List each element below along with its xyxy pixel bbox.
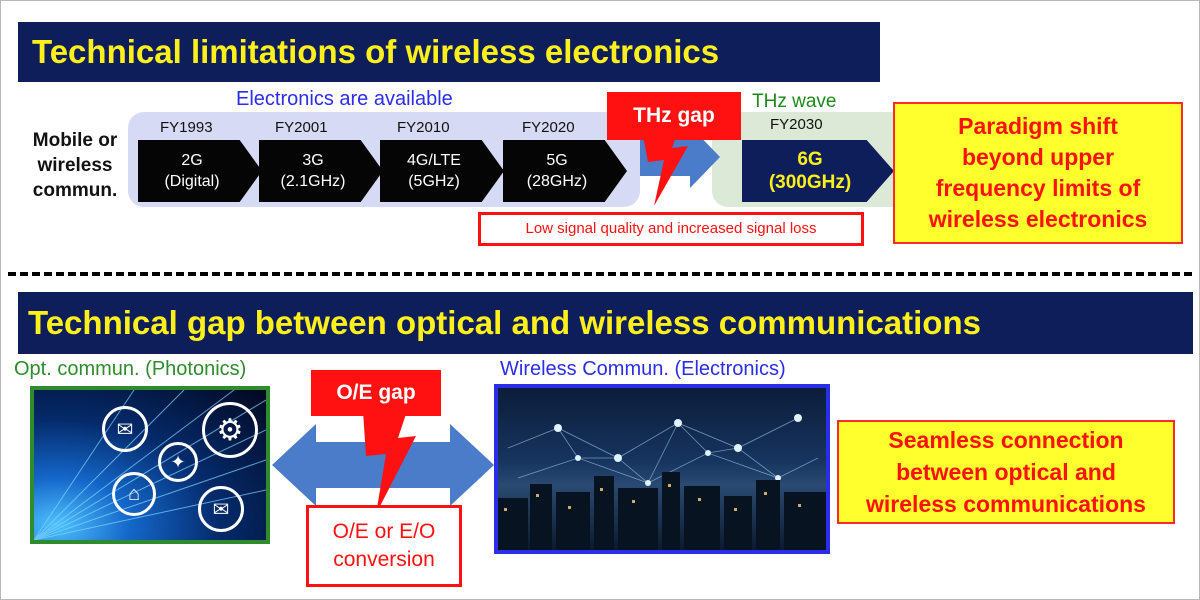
paradigm-shift-box: Paradigm shift beyond upper frequency li… bbox=[893, 102, 1183, 244]
conversion-box: O/E or E/O conversion bbox=[306, 505, 462, 587]
gen-name-6g: 6G bbox=[797, 149, 823, 170]
paradigm-line-3: frequency limits of bbox=[935, 175, 1141, 201]
fy-label-4g: FY2010 bbox=[397, 119, 450, 136]
paradigm-line-1: Paradigm shift bbox=[958, 113, 1118, 139]
paradigm-line-4: wireless electronics bbox=[928, 206, 1148, 232]
oe-double-arrow bbox=[272, 424, 494, 506]
conversion-line-2: conversion bbox=[333, 548, 435, 571]
bottom-banner-title: Technical gap between optical and wirele… bbox=[28, 304, 981, 341]
row-label-line-3: commun. bbox=[32, 180, 118, 201]
gen-detail-4g: (5GHz) bbox=[408, 173, 460, 190]
network-overlay bbox=[498, 414, 826, 550]
gen-detail-6g: (300GHz) bbox=[768, 172, 852, 193]
gen-arrow-2g: 2G (Digital) bbox=[138, 140, 262, 202]
chat-icon: ✉ bbox=[102, 406, 148, 452]
optical-label: Opt. commun. (Photonics) bbox=[14, 358, 247, 380]
seamless-line-2: between optical and bbox=[896, 459, 1116, 485]
gen-name-3g: 3G bbox=[302, 152, 324, 169]
top-banner: Technical limitations of wireless electr… bbox=[18, 22, 880, 82]
top-banner-title: Technical limitations of wireless electr… bbox=[32, 33, 720, 70]
tools-icon: ✦ bbox=[158, 442, 198, 482]
fy-label-3g: FY2001 bbox=[275, 119, 328, 136]
electronics-available-label: Electronics are available bbox=[236, 88, 453, 110]
bottom-banner: Technical gap between optical and wirele… bbox=[18, 292, 1193, 354]
row-label: Mobile or wireless commun. bbox=[20, 128, 130, 203]
thz-gap-badge: THz gap bbox=[607, 92, 741, 140]
fy-label-2g: FY1993 bbox=[160, 119, 213, 136]
photonics-image: ✉ ⚙ ✦ ⌂ ✉ bbox=[30, 386, 270, 544]
gen-arrow-3g: 3G (2.1GHz) bbox=[259, 140, 383, 202]
seamless-connection-box: Seamless connection between optical and … bbox=[837, 420, 1175, 524]
gen-name-5g: 5G bbox=[546, 152, 568, 169]
thz-wave-label: THz wave bbox=[752, 91, 837, 112]
oe-gap-badge: O/E gap bbox=[311, 370, 441, 416]
row-label-line-1: Mobile or bbox=[32, 130, 118, 151]
row-label-line-2: wireless bbox=[37, 155, 113, 176]
mail-icon: ✉ bbox=[198, 486, 244, 532]
fy-label-5g: FY2020 bbox=[522, 119, 575, 136]
paradigm-line-2: beyond upper bbox=[961, 144, 1115, 170]
gen-detail-3g: (2.1GHz) bbox=[280, 173, 346, 190]
gen-arrow-4g: 4G/LTE (5GHz) bbox=[380, 140, 504, 202]
gen-detail-5g: (28GHz) bbox=[526, 173, 588, 190]
gears-icon: ⚙ bbox=[202, 402, 258, 458]
oe-gap-lightning-icon bbox=[362, 396, 416, 514]
section-divider bbox=[8, 272, 1192, 276]
seamless-line-3: wireless communications bbox=[866, 491, 1146, 517]
wireless-city-image bbox=[494, 384, 830, 554]
thz-gap-lightning-icon bbox=[640, 120, 688, 206]
signal-note-box: Low signal quality and increased signal … bbox=[478, 212, 864, 246]
gen-arrow-5g: 5G (28GHz) bbox=[503, 140, 627, 202]
signal-note-text: Low signal quality and increased signal … bbox=[525, 220, 817, 237]
gen-arrow-6g: 6G (300GHz) bbox=[742, 140, 894, 202]
home-icon: ⌂ bbox=[112, 472, 156, 516]
fy-label-6g: FY2030 bbox=[770, 116, 823, 133]
seamless-line-1: Seamless connection bbox=[888, 427, 1124, 453]
conversion-line-1: O/E or E/O bbox=[332, 520, 436, 543]
gen-name-2g: 2G bbox=[181, 152, 203, 169]
gen-detail-2g: (Digital) bbox=[164, 173, 220, 190]
wireless-label: Wireless Commun. (Electronics) bbox=[500, 358, 786, 380]
gen-name-4g: 4G/LTE bbox=[407, 152, 461, 169]
